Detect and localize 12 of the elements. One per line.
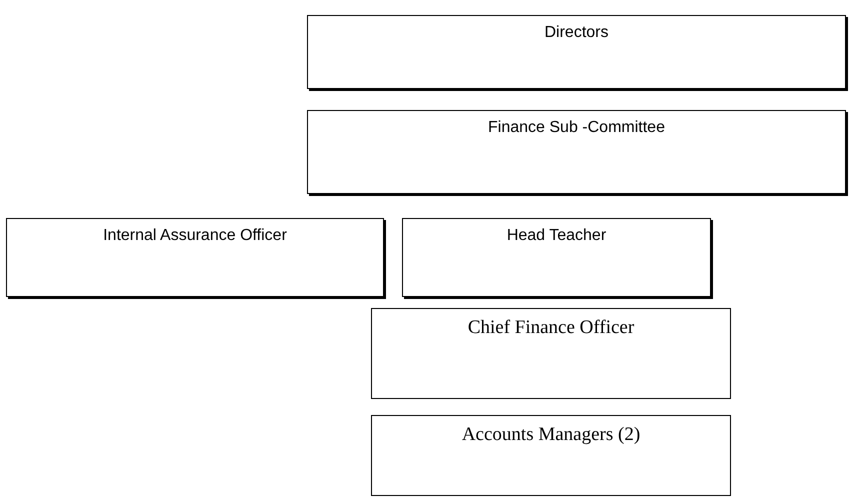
role-box	[6, 218, 384, 297]
role-box	[371, 415, 731, 496]
role-title: Accounts Managers (2)	[462, 424, 640, 446]
role-box	[307, 110, 846, 194]
role-title: Head Teacher	[506, 227, 606, 245]
role-title: Directors	[544, 24, 608, 42]
role-title: Finance Sub -Committee	[488, 119, 665, 137]
role-box	[402, 218, 711, 297]
role-box	[371, 308, 731, 399]
role-title: Internal Assurance Officer	[103, 227, 287, 245]
role-title: Chief Finance Officer	[468, 317, 634, 339]
role-box	[307, 15, 846, 89]
